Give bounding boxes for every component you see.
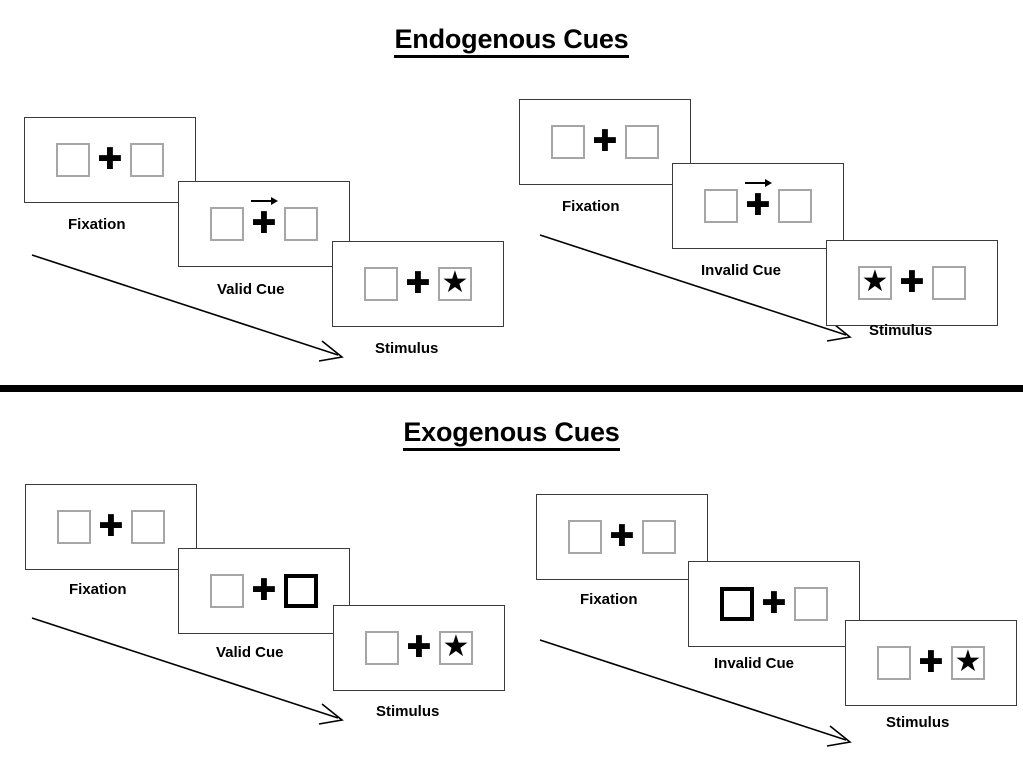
left-box <box>365 631 399 665</box>
frame-exogenous-valid-fixation: ✚ <box>25 484 197 570</box>
cue-arrow-right-icon <box>251 197 278 205</box>
fixation-cross: ✚ <box>251 573 277 608</box>
right-box: ★ <box>438 267 472 301</box>
fixation-cross: ✚ <box>592 124 618 159</box>
left-box <box>877 646 911 680</box>
left-box: ★ <box>858 266 892 300</box>
right-box <box>932 266 966 300</box>
cue-arrow-right-icon <box>745 179 772 187</box>
section-title-endogenous-text: Endogenous Cues <box>394 24 629 58</box>
left-box-cued <box>720 587 754 621</box>
caption-exogenous-invalid-stimulus: Stimulus <box>886 714 950 731</box>
caption-exogenous-invalid-cue: Invalid Cue <box>714 655 795 672</box>
star-icon: ★ <box>441 266 469 299</box>
flow-arrow-exogenous-invalid <box>539 639 852 747</box>
caption-endogenous-valid-fixation: Fixation <box>68 216 126 233</box>
fixation-cross: ✚ <box>899 265 925 300</box>
right-box <box>778 189 812 223</box>
star-icon: ★ <box>861 265 889 298</box>
caption-exogenous-valid-fixation: Fixation <box>69 581 127 598</box>
fixation-cross: ✚ <box>244 197 284 239</box>
left-box <box>551 125 585 159</box>
caption-exogenous-valid-cue: Valid Cue <box>216 644 284 661</box>
caption-endogenous-valid-stimulus: Stimulus <box>375 340 439 357</box>
right-box <box>284 207 318 241</box>
left-box <box>210 207 244 241</box>
fixation-cross: ✚ <box>918 645 944 680</box>
frame-endogenous-invalid-fixation: ✚ <box>519 99 691 185</box>
frame-exogenous-invalid-cue: ✚ <box>688 561 860 647</box>
caption-endogenous-invalid-stimulus: Stimulus <box>869 322 933 339</box>
frame-exogenous-invalid-fixation: ✚ <box>536 494 708 580</box>
right-box: ★ <box>951 646 985 680</box>
frame-endogenous-valid-stimulus: ✚ ★ <box>332 241 504 327</box>
caption-exogenous-valid-stimulus: Stimulus <box>376 703 440 720</box>
caption-endogenous-valid-cue: Valid Cue <box>217 281 285 298</box>
fixation-cross: ✚ <box>97 142 123 177</box>
frame-endogenous-valid-cue: ✚ <box>178 181 350 267</box>
star-icon: ★ <box>954 645 982 678</box>
right-box <box>625 125 659 159</box>
star-icon: ★ <box>442 630 470 663</box>
frame-endogenous-invalid-stimulus: ★ ✚ <box>826 240 998 326</box>
fixation-cross: ✚ <box>406 630 432 665</box>
left-box <box>364 267 398 301</box>
section-title-exogenous-text: Exogenous Cues <box>403 417 620 451</box>
left-box <box>568 520 602 554</box>
right-box-cued <box>284 574 318 608</box>
fixation-cross: ✚ <box>98 509 124 544</box>
fixation-cross: ✚ <box>761 586 787 621</box>
caption-exogenous-invalid-fixation: Fixation <box>580 591 638 608</box>
left-box <box>56 143 90 177</box>
right-box <box>794 587 828 621</box>
section-title-exogenous: Exogenous Cues <box>0 417 1023 451</box>
frame-exogenous-valid-stimulus: ✚ ★ <box>333 605 505 691</box>
frame-exogenous-valid-cue: ✚ <box>178 548 350 634</box>
left-box <box>57 510 91 544</box>
left-box <box>704 189 738 223</box>
right-box: ★ <box>439 631 473 665</box>
section-divider <box>0 385 1023 392</box>
right-box <box>642 520 676 554</box>
left-box <box>210 574 244 608</box>
right-box <box>130 143 164 177</box>
frame-exogenous-invalid-stimulus: ✚ ★ <box>845 620 1017 706</box>
frame-endogenous-valid-fixation: ✚ <box>24 117 196 203</box>
right-box <box>131 510 165 544</box>
fixation-cross: ✚ <box>609 519 635 554</box>
fixation-cross: ✚ <box>405 266 431 301</box>
caption-endogenous-invalid-cue: Invalid Cue <box>701 262 782 279</box>
frame-endogenous-invalid-cue: ✚ <box>672 163 844 249</box>
section-title-endogenous: Endogenous Cues <box>0 24 1023 58</box>
fixation-cross: ✚ <box>738 179 778 221</box>
caption-endogenous-invalid-fixation: Fixation <box>562 198 620 215</box>
